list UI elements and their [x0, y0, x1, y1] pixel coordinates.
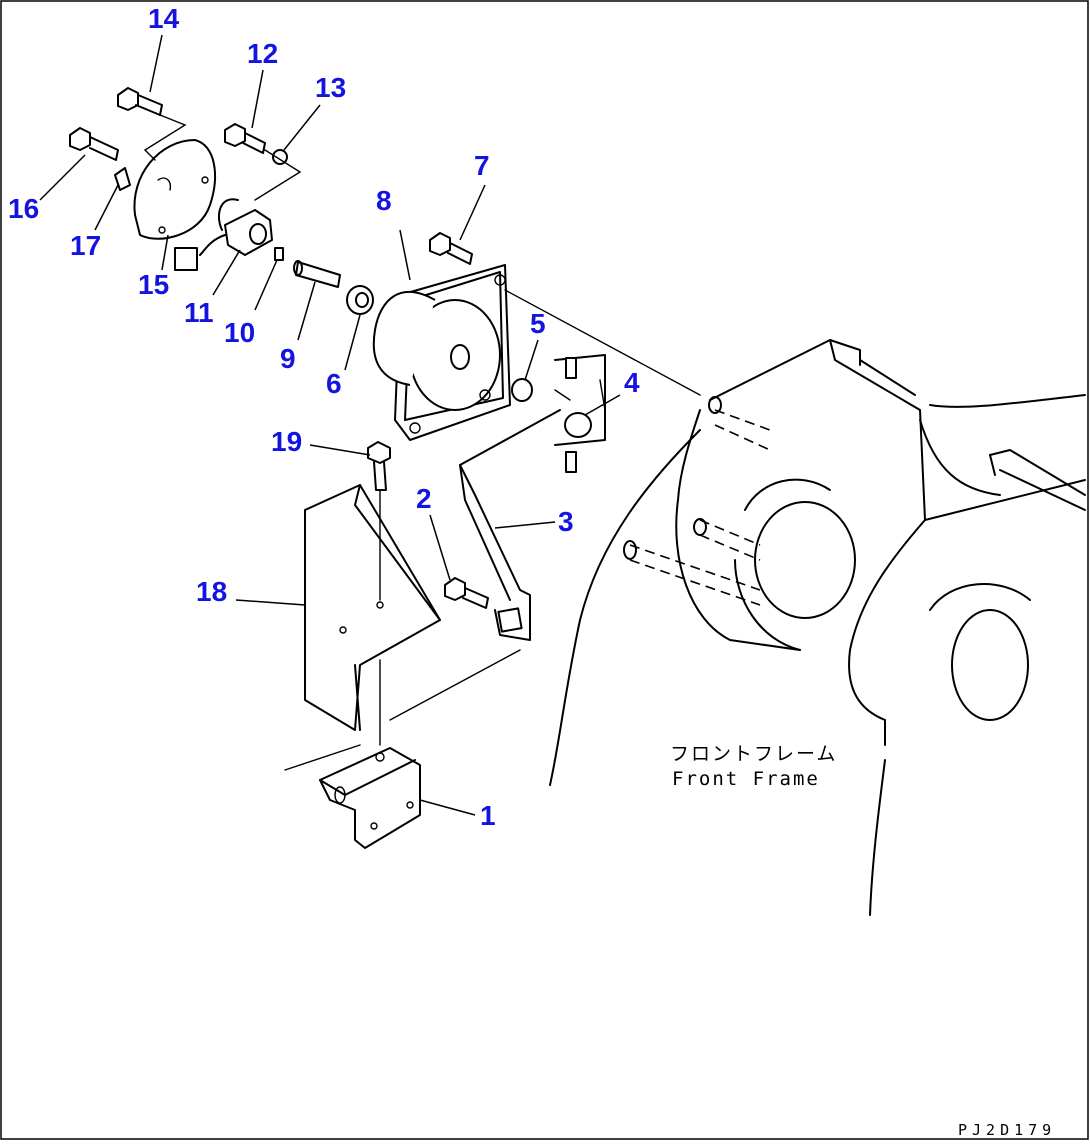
callout-12: 12: [247, 38, 278, 69]
callout-16: 16: [8, 193, 39, 224]
part-6-bushing: [346, 285, 374, 315]
callout-13: 13: [315, 72, 346, 103]
drawing-code: PJ2D179: [958, 1121, 1056, 1139]
part-7-bolt: [429, 232, 473, 265]
leader-lines: [39, 34, 621, 816]
part-4-plate: [554, 354, 606, 473]
callout-4: 4: [624, 367, 640, 398]
part-19-bolt: [367, 441, 391, 491]
part-14-bolt: [117, 87, 163, 116]
callout-15: 15: [138, 269, 169, 300]
frame-label-jp: フロントフレーム: [670, 743, 837, 765]
callout-11: 11: [184, 297, 214, 328]
part-10-key: [274, 247, 284, 261]
part-17-clip: [114, 167, 131, 191]
part-8-housing: [372, 264, 511, 441]
callout-9: 9: [280, 343, 296, 374]
part-15-cover: [133, 139, 216, 240]
front-frame: [549, 339, 1086, 916]
part-5-washer: [511, 378, 533, 402]
callout-8: 8: [376, 185, 392, 216]
callout-17: 17: [70, 230, 101, 261]
part-12-bolt: [224, 123, 266, 154]
part-13-washer: [272, 149, 288, 165]
callout-14: 14: [148, 3, 180, 34]
callout-3: 3: [558, 506, 574, 537]
part-16-bolt: [69, 127, 119, 161]
callout-10: 10: [224, 317, 255, 348]
callout-2: 2: [416, 483, 432, 514]
part-18-bracket: [304, 484, 441, 731]
callout-6: 6: [326, 368, 342, 399]
part-11-switch: [174, 198, 273, 271]
frame-label-en: Front Frame: [672, 768, 820, 790]
callout-19: 19: [271, 426, 302, 457]
callout-5: 5: [530, 308, 546, 339]
callout-7: 7: [474, 150, 490, 181]
part-2-bolt: [444, 577, 489, 609]
part-number-callouts: 14 12 13 7 8 16 17 15 11 10 9 6 5 4 19 2…: [8, 3, 640, 831]
part-9-shaft: [293, 260, 341, 288]
part-1-bracket: [319, 747, 421, 849]
callout-1: 1: [480, 800, 496, 831]
callout-18: 18: [196, 576, 227, 607]
part-3-bracket: [459, 409, 561, 641]
assembly-lines: [143, 114, 701, 771]
